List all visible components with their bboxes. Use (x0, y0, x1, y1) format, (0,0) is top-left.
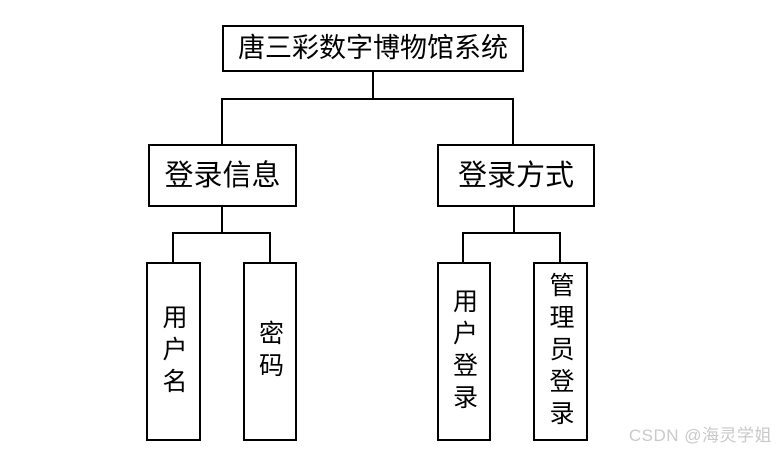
connector-drop-login-info (221, 98, 223, 144)
connector-drop-login-method (512, 98, 514, 144)
connector-login-info-crossbar (172, 232, 271, 234)
node-password-label: 密码 (255, 319, 285, 384)
node-username: 用户名 (146, 262, 201, 441)
node-admin-login: 管理员登录 (533, 262, 588, 441)
csdn-watermark: CSDN @海灵学姐 (628, 426, 772, 445)
node-login-method-label: 登录方式 (457, 158, 574, 192)
connector-login-method-stem (513, 207, 515, 233)
node-admin-login-label: 管理员登录 (546, 271, 575, 432)
connector-login-info-stem (221, 207, 223, 233)
connector-drop-user-login (462, 232, 464, 262)
node-username-label: 用户名 (159, 303, 188, 400)
connector-drop-username (172, 232, 174, 262)
connector-level1-crossbar (221, 98, 514, 100)
node-login-info-label: 登录信息 (164, 158, 281, 192)
node-user-login-label: 用户登录 (449, 287, 479, 416)
node-system-root: 唐三彩数字博物馆系统 (222, 25, 524, 72)
node-system-root-label: 唐三彩数字博物馆系统 (238, 33, 508, 64)
connector-root-stem (372, 72, 374, 99)
node-user-login: 用户登录 (437, 262, 491, 441)
node-password: 密码 (243, 262, 297, 441)
connector-login-method-crossbar (462, 232, 561, 234)
node-login-method: 登录方式 (437, 144, 595, 207)
connector-drop-password (269, 232, 271, 262)
node-login-info: 登录信息 (148, 144, 297, 207)
connector-drop-admin-login (559, 232, 561, 262)
